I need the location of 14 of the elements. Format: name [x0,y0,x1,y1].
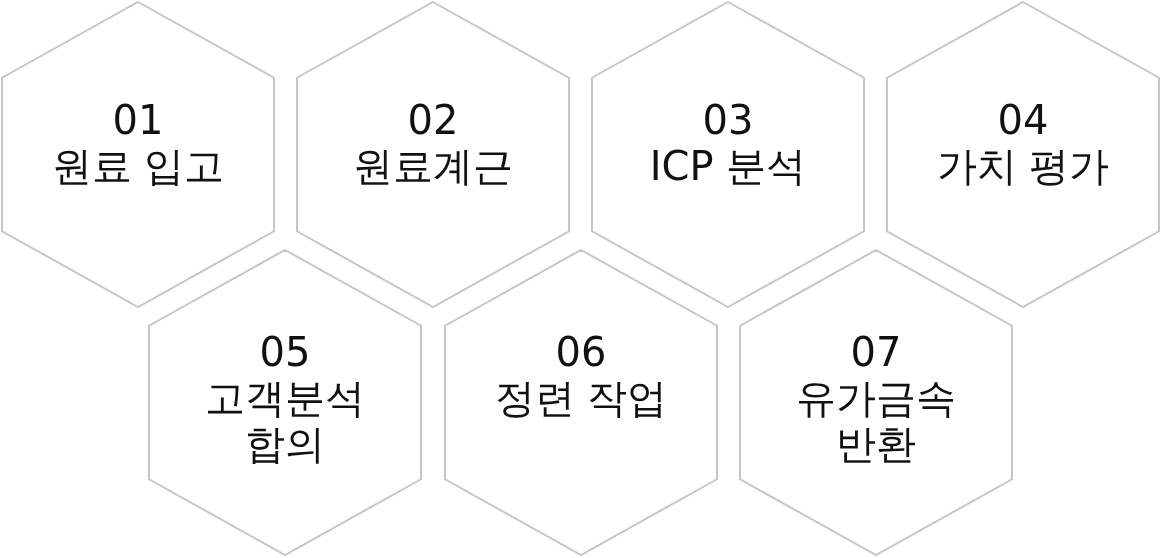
step-title: 고객분석 합의 [204,375,366,467]
step-title: 가치 평가 [936,143,1110,189]
step-number: 07 [850,329,902,375]
step-title: ICP 분석 [649,143,807,189]
step-title: 정련 작업 [494,375,668,421]
step-title: 유가금속 반환 [795,375,957,467]
step-number: 01 [112,97,164,143]
step-number: 06 [555,329,607,375]
step-number: 02 [407,97,459,143]
step-number: 03 [702,97,754,143]
step-title: 원료계근 [353,143,513,189]
step-number: 05 [259,329,311,375]
step-number: 04 [997,97,1049,143]
step-title: 원료 입고 [51,143,225,189]
